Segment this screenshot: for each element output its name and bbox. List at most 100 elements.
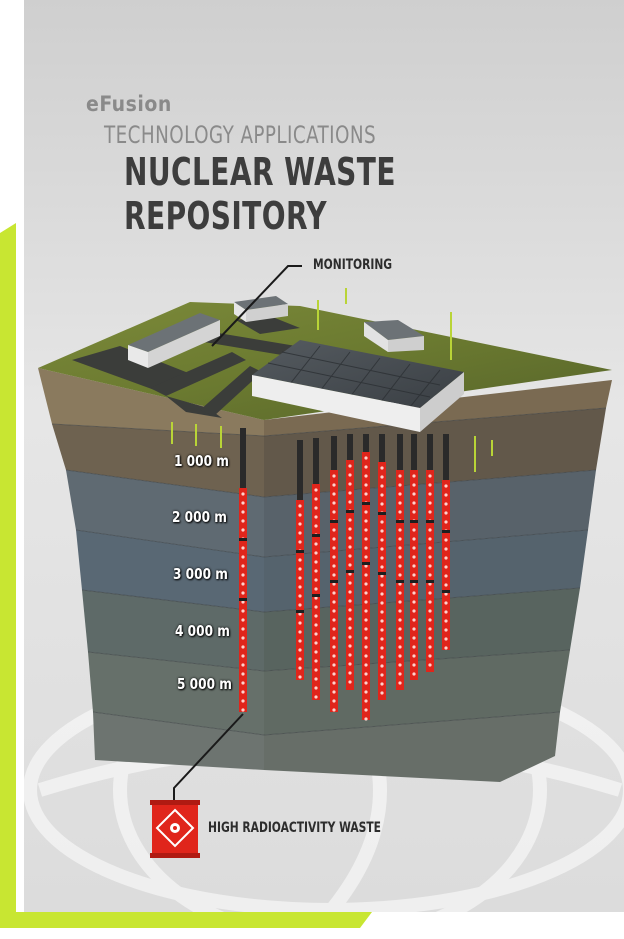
container-marking — [332, 528, 336, 532]
container-marking — [314, 668, 318, 672]
borehole-seal — [330, 520, 338, 523]
container-marking — [364, 465, 368, 469]
container-marking — [314, 569, 318, 573]
container-marking — [444, 538, 448, 542]
container-marking — [332, 627, 336, 631]
container-marking — [398, 663, 402, 667]
container-marking — [348, 491, 352, 495]
container-marking — [332, 708, 336, 712]
building-main-hall — [252, 340, 464, 432]
container-marking — [332, 636, 336, 640]
strata-left-face — [38, 368, 264, 770]
container-marking — [364, 591, 368, 595]
waste-container-column — [362, 452, 370, 720]
container-marking — [348, 518, 352, 522]
container-marking — [444, 493, 448, 497]
container-marking — [428, 627, 432, 631]
container-marking — [398, 537, 402, 541]
container-marking — [412, 537, 416, 541]
container-marking — [380, 682, 384, 686]
container-marking — [298, 630, 302, 634]
container-marking — [241, 690, 245, 694]
container-marking — [348, 536, 352, 540]
container-marking — [298, 648, 302, 652]
container-marking — [380, 547, 384, 551]
container-marking — [428, 555, 432, 559]
boreholes — [239, 428, 450, 721]
container-marking — [380, 574, 384, 578]
container-marking — [241, 708, 245, 712]
container-marking — [380, 637, 384, 641]
container-marking — [298, 522, 302, 526]
container-marking — [380, 655, 384, 659]
container-marking — [428, 582, 432, 586]
container-marking — [380, 484, 384, 488]
container-marking — [314, 659, 318, 663]
container-marking — [298, 603, 302, 607]
container-marking — [380, 556, 384, 560]
container-marking — [348, 500, 352, 504]
container-marking — [412, 501, 416, 505]
container-marking — [348, 626, 352, 630]
borehole-seal — [426, 580, 434, 583]
container-marking — [398, 627, 402, 631]
container-marking — [380, 619, 384, 623]
container-marking — [298, 504, 302, 508]
waste-container-column — [296, 500, 304, 680]
container-marking — [412, 492, 416, 496]
borehole-seal — [396, 580, 404, 583]
container-marking — [364, 636, 368, 640]
container-marking — [348, 653, 352, 657]
container-marking — [298, 612, 302, 616]
container-marking — [314, 506, 318, 510]
monitoring-label: MONITORING — [313, 257, 393, 273]
container-marking — [241, 519, 245, 523]
container-marking — [428, 618, 432, 622]
container-marking — [364, 609, 368, 613]
container-marking — [444, 628, 448, 632]
container-marking — [428, 492, 432, 496]
container-marking — [398, 681, 402, 685]
container-marking — [314, 596, 318, 600]
container-marking — [412, 582, 416, 586]
borehole-shaft — [240, 428, 246, 488]
container-marking — [412, 645, 416, 649]
borehole-seal — [239, 538, 247, 541]
container-marking — [380, 466, 384, 470]
radioactive-barrel-icon — [150, 800, 200, 858]
container-marking — [332, 510, 336, 514]
container-marking — [314, 560, 318, 564]
container-marking — [428, 564, 432, 568]
container-marking — [298, 567, 302, 571]
container-marking — [241, 501, 245, 505]
container-marking — [241, 609, 245, 613]
container-marking — [241, 546, 245, 550]
container-marking — [332, 537, 336, 541]
container-marking — [380, 583, 384, 587]
borehole-seal — [378, 512, 386, 515]
container-marking — [348, 473, 352, 477]
container-marking — [314, 677, 318, 681]
container-marking — [332, 618, 336, 622]
container-marking — [398, 582, 402, 586]
container-marking — [380, 691, 384, 695]
container-marking — [332, 573, 336, 577]
container-marking — [348, 527, 352, 531]
container-marking — [241, 636, 245, 640]
container-marking — [298, 594, 302, 598]
container-marking — [348, 617, 352, 621]
container-marking — [298, 621, 302, 625]
borehole-seal — [346, 510, 354, 513]
depth-label-2000: 2 000 m — [172, 508, 227, 526]
container-marking — [428, 654, 432, 658]
container-marking — [241, 510, 245, 514]
container-marking — [332, 699, 336, 703]
container-marking — [364, 645, 368, 649]
waste-container-column — [442, 480, 450, 650]
container-marking — [241, 555, 245, 559]
container-marking — [348, 581, 352, 585]
container-marking — [364, 546, 368, 550]
container-marking — [398, 609, 402, 613]
container-marking — [314, 578, 318, 582]
